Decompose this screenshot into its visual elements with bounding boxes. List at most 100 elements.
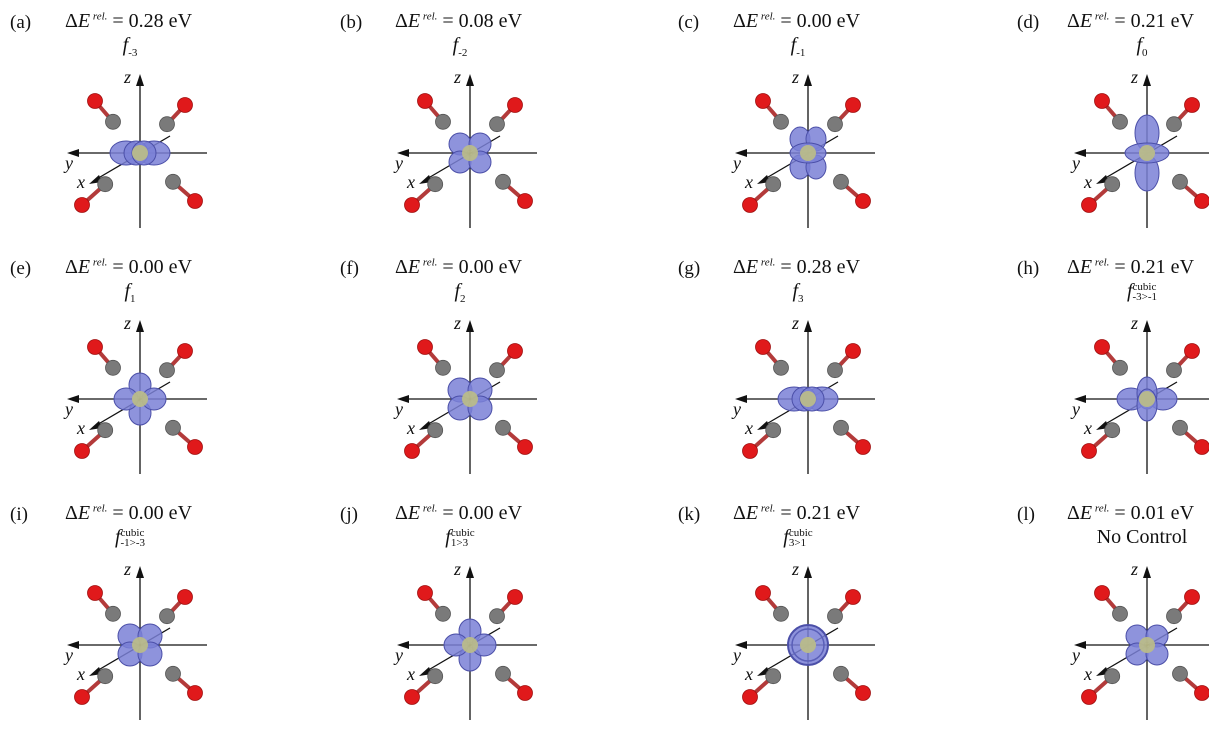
- molecule-scene: zyx: [385, 550, 565, 730]
- carbon-atom: [436, 360, 451, 375]
- metal-core: [1139, 145, 1155, 161]
- energy-value: = 0.00 eV: [437, 502, 522, 524]
- metal-core: [800, 637, 816, 653]
- oxygen-atom: [846, 98, 861, 113]
- carbon-atom: [774, 606, 789, 621]
- carbon-atom: [1113, 114, 1128, 129]
- y-axis-label: y: [63, 645, 73, 665]
- carbon-atom: [828, 609, 843, 624]
- carbon-atom: [166, 420, 181, 435]
- carbon-atom: [490, 117, 505, 132]
- oxygen-atom: [88, 586, 103, 601]
- y-axis-label: y: [1070, 645, 1080, 665]
- oxygen-atom: [405, 198, 420, 213]
- z-axis-arrow: [136, 566, 144, 578]
- oxygen-atom: [508, 98, 523, 113]
- energy-value: = 0.21 eV: [775, 502, 860, 524]
- molecule-scene: zyx: [55, 550, 235, 730]
- carbon-atom: [98, 669, 113, 684]
- molecule-scene: zyx: [1062, 58, 1209, 238]
- oxygen-atom: [743, 690, 758, 705]
- oxygen-atom: [1185, 98, 1200, 113]
- x-axis-label: x: [1083, 172, 1092, 192]
- orbital-label: f-3: [70, 34, 190, 59]
- carbon-atom: [166, 174, 181, 189]
- oxygen-atom: [178, 590, 193, 605]
- orbital-label: f0: [1082, 34, 1202, 59]
- energy-label: ΔE rel. = 0.28 eV: [733, 256, 860, 279]
- z-axis-arrow: [466, 566, 474, 578]
- carbon-atom: [766, 669, 781, 684]
- z-axis-label: z: [123, 67, 131, 87]
- energy-value: = 0.28 eV: [775, 256, 860, 278]
- z-axis-arrow: [804, 74, 812, 86]
- oxygen-atom: [856, 686, 871, 701]
- carbon-atom: [828, 117, 843, 132]
- energy-value: = 0.01 eV: [1109, 502, 1194, 524]
- energy-value: = 0.00 eV: [775, 10, 860, 32]
- orbital-label: f3: [738, 280, 858, 305]
- energy-label: ΔE rel. = 0.00 eV: [65, 256, 192, 279]
- carbon-atom: [1167, 363, 1182, 378]
- energy-value: = 0.00 eV: [107, 502, 192, 524]
- carbon-atom: [496, 174, 511, 189]
- panel-label: (j): [340, 504, 358, 526]
- oxygen-atom: [1082, 444, 1097, 459]
- oxygen-atom: [756, 586, 771, 601]
- energy-value: = 0.21 eV: [1109, 256, 1194, 278]
- orbital-label: No Control: [1082, 526, 1202, 549]
- oxygen-atom: [418, 94, 433, 109]
- metal-core: [800, 391, 816, 407]
- oxygen-atom: [88, 340, 103, 355]
- metal-core: [462, 391, 478, 407]
- metal-core: [1139, 637, 1155, 653]
- oxygen-atom: [1095, 94, 1110, 109]
- energy-value: = 0.28 eV: [107, 10, 192, 32]
- x-axis-label: x: [744, 664, 753, 684]
- carbon-atom: [1105, 423, 1120, 438]
- oxygen-atom: [1082, 198, 1097, 213]
- carbon-atom: [1105, 177, 1120, 192]
- energy-label: ΔE rel. = 0.21 eV: [1067, 10, 1194, 33]
- z-axis-label: z: [1130, 67, 1138, 87]
- oxygen-atom: [405, 444, 420, 459]
- z-axis-label: z: [1130, 559, 1138, 579]
- energy-label: ΔE rel. = 0.21 eV: [733, 502, 860, 525]
- z-axis-arrow: [466, 320, 474, 332]
- energy-label: ΔE rel. = 0.00 eV: [395, 502, 522, 525]
- oxygen-atom: [743, 444, 758, 459]
- panel-label: (k): [678, 504, 700, 526]
- orbital-label: f1: [70, 280, 190, 305]
- carbon-atom: [98, 177, 113, 192]
- energy-label: ΔE rel. = 0.00 eV: [65, 502, 192, 525]
- carbon-atom: [828, 363, 843, 378]
- energy-label: ΔE rel. = 0.00 eV: [733, 10, 860, 33]
- energy-label: ΔE rel. = 0.28 eV: [65, 10, 192, 33]
- z-axis-label: z: [791, 67, 799, 87]
- x-axis-label: x: [1083, 418, 1092, 438]
- carbon-atom: [834, 420, 849, 435]
- energy-label: ΔE rel. = 0.08 eV: [395, 10, 522, 33]
- carbon-atom: [428, 669, 443, 684]
- carbon-atom: [106, 360, 121, 375]
- oxygen-atom: [75, 690, 90, 705]
- energy-label: ΔE rel. = 0.21 eV: [1067, 256, 1194, 279]
- y-axis-label: y: [393, 399, 403, 419]
- carbon-atom: [766, 177, 781, 192]
- y-axis-label: y: [731, 645, 741, 665]
- molecule-scene: zyx: [385, 58, 565, 238]
- carbon-atom: [436, 606, 451, 621]
- metal-core: [1139, 391, 1155, 407]
- panel-label: (h): [1017, 258, 1039, 280]
- oxygen-atom: [405, 690, 420, 705]
- carbon-atom: [106, 606, 121, 621]
- z-axis-label: z: [453, 559, 461, 579]
